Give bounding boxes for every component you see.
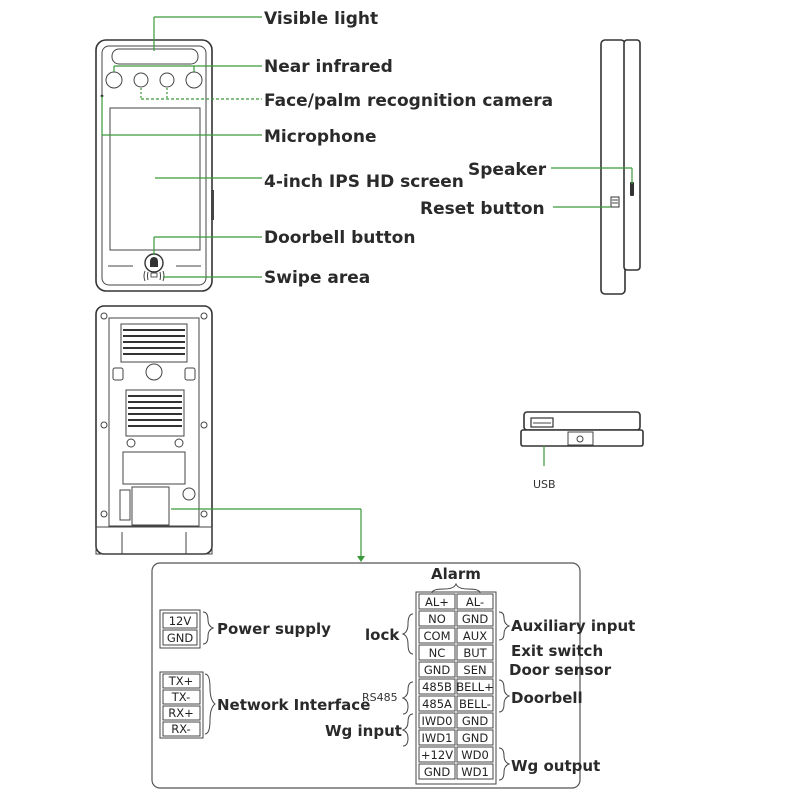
- back-view: [95, 305, 213, 555]
- label-door-sensor: Door sensor: [509, 661, 612, 679]
- front-view: [95, 39, 214, 292]
- terminal-label: SEN: [463, 663, 486, 677]
- label-usb: USB: [533, 478, 556, 491]
- side-view: [600, 39, 641, 295]
- terminal-label: NC: [429, 646, 446, 660]
- label-doorbell-button: Doorbell button: [264, 228, 415, 248]
- terminal-label: WD1: [461, 765, 489, 779]
- terminal-tx-minus: TX-: [171, 690, 190, 704]
- visible-light-bar: [111, 48, 199, 65]
- terminal-label: GND: [462, 714, 489, 728]
- label-network-interface: Network Interface: [217, 696, 370, 714]
- label-alarm: Alarm: [431, 565, 481, 583]
- terminal-rx-minus: RX-: [171, 722, 190, 736]
- network-terminal-block: TX+ TX- RX+ RX-: [159, 671, 216, 739]
- terminal-cell: [456, 610, 494, 627]
- terminal-cell: [456, 678, 494, 695]
- terminal-cell: [418, 644, 456, 661]
- terminal-cell: [456, 763, 494, 780]
- terminal-rx-plus: RX+: [168, 706, 194, 720]
- terminal-cell: [456, 712, 494, 729]
- label-reset-button: Reset button: [420, 199, 545, 219]
- terminal-label: BELL-: [459, 697, 491, 711]
- terminal-cell: [456, 729, 494, 746]
- terminal-cell: [456, 593, 494, 610]
- terminal-tx-plus: TX+: [168, 674, 194, 688]
- label-camera: Face/palm recognition camera: [264, 91, 553, 111]
- label-power-supply: Power supply: [217, 620, 331, 638]
- label-auxiliary-input: Auxiliary input: [511, 617, 635, 635]
- terminal-gnd: GND: [167, 631, 194, 645]
- label-rs485: RS485: [362, 691, 398, 704]
- terminal-label: GND: [462, 731, 489, 745]
- terminal-cell: [418, 610, 456, 627]
- front-leaders: [101, 16, 262, 278]
- main-terminal-block: AL+ AL- NO GND COM AUX NC BUT GND SEN 485B BELL+ 485…: [415, 591, 497, 785]
- wiring-panel: [151, 562, 581, 789]
- terminal-label: AL+: [425, 595, 449, 609]
- label-doorbell: Doorbell: [511, 689, 583, 707]
- label-near-infrared: Near infrared: [264, 57, 393, 77]
- label-wg-input: Wg input: [325, 722, 402, 740]
- terminal-label: 485A: [422, 697, 452, 711]
- terminal-cell: [418, 627, 456, 644]
- terminal-12v: 12V: [169, 614, 192, 628]
- terminal-cell: [456, 695, 494, 712]
- bottom-view: [520, 411, 644, 447]
- label-screen: 4-inch IPS HD screen: [264, 172, 464, 192]
- terminal-cell: [418, 712, 456, 729]
- terminal-cell: [456, 661, 494, 678]
- screen: [109, 107, 201, 251]
- terminal-label: +12V: [421, 748, 453, 762]
- terminal-cell: [418, 678, 456, 695]
- label-wg-output: Wg output: [511, 757, 600, 775]
- terminal-cell: [418, 661, 456, 678]
- terminal-label: WD0: [461, 748, 489, 762]
- power-terminal-block: 12V GND: [159, 609, 215, 649]
- terminal-cell: [418, 746, 456, 763]
- terminal-cell: [418, 695, 456, 712]
- terminal-label: 485B: [422, 680, 452, 694]
- terminal-cell: [456, 627, 494, 644]
- label-visible-light: Visible light: [264, 9, 378, 29]
- terminal-cell: [418, 729, 456, 746]
- terminal-label: GND: [424, 765, 451, 779]
- label-lock: lock: [365, 626, 400, 644]
- label-speaker: Speaker: [468, 160, 547, 180]
- terminal-cell: [456, 644, 494, 661]
- terminal-label: GND: [424, 663, 451, 677]
- terminal-label: IWD0: [422, 714, 453, 728]
- terminal-label: BUT: [463, 646, 487, 660]
- terminal-cell: [418, 593, 456, 610]
- terminal-label: NO: [428, 612, 446, 626]
- terminal-label: AL-: [466, 595, 484, 609]
- terminal-label: BELL+: [456, 680, 494, 694]
- terminal-cell: [456, 746, 494, 763]
- terminal-label: GND: [462, 612, 489, 626]
- label-swipe-area: Swipe area: [264, 268, 370, 288]
- terminal-cell: [418, 763, 456, 780]
- terminal-label: IWD1: [422, 731, 453, 745]
- terminal-label: AUX: [463, 629, 487, 643]
- terminal-label: COM: [423, 629, 450, 643]
- label-exit-switch: Exit switch: [511, 642, 603, 660]
- label-microphone: Microphone: [264, 127, 376, 147]
